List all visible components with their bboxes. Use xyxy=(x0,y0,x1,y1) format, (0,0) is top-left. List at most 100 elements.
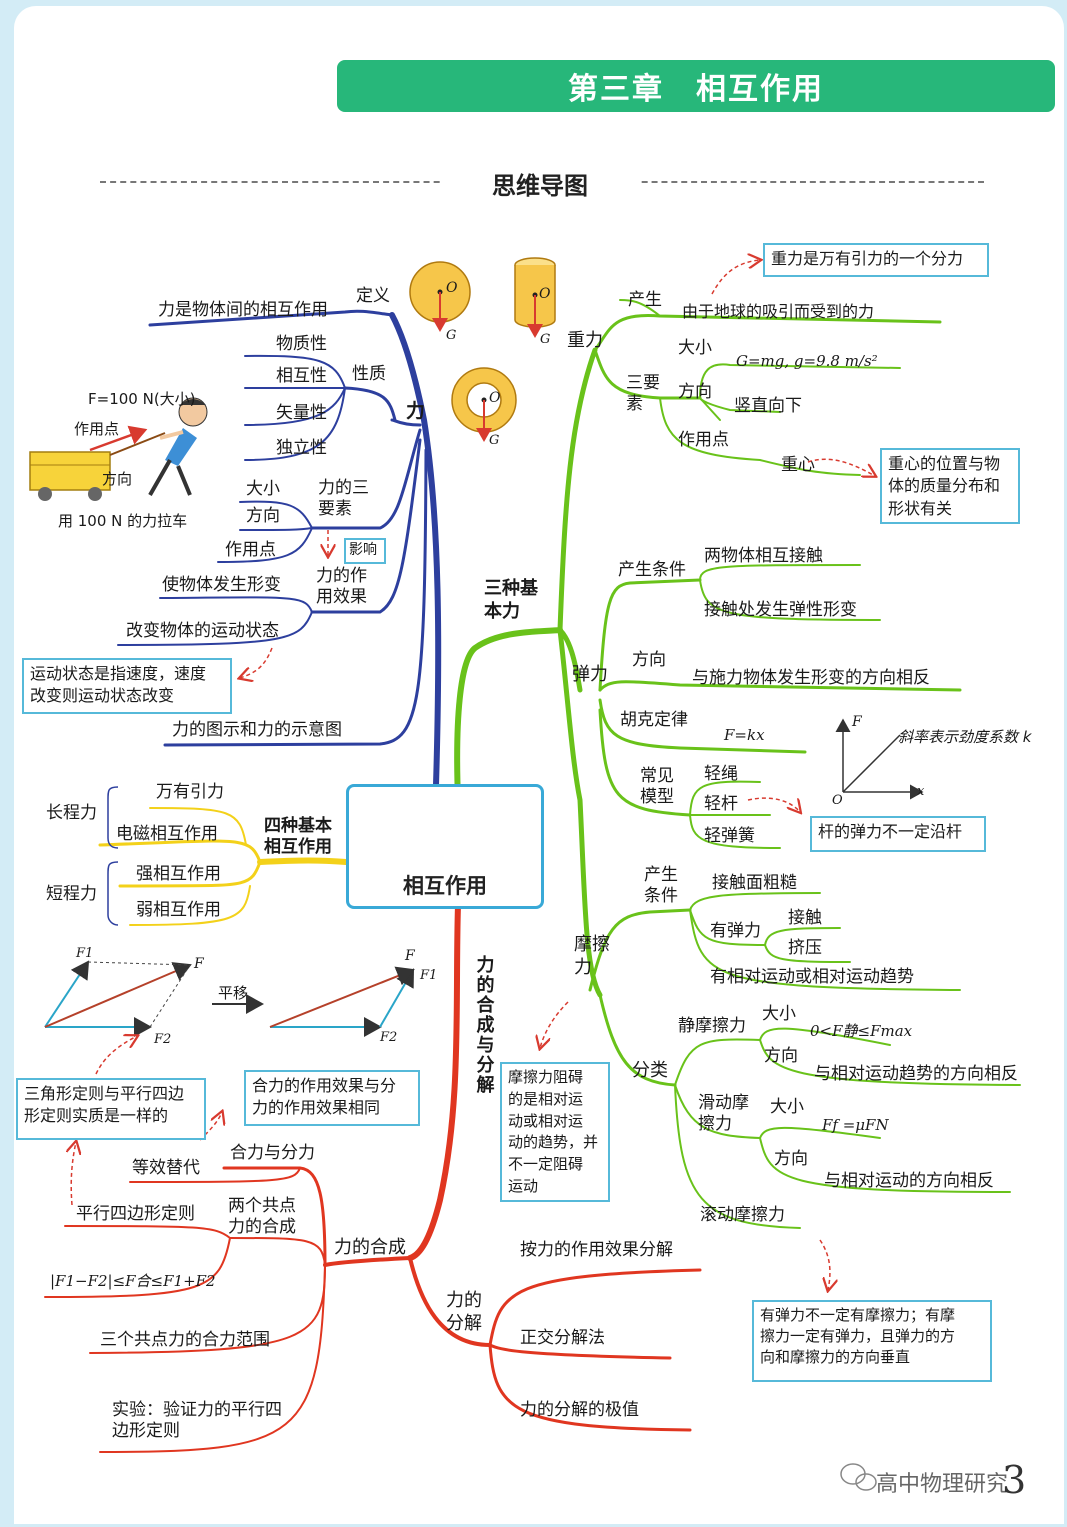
rod-note-box: 杆的弹力不一定沿杆 xyxy=(810,816,986,852)
basic-forces-node[interactable]: 三种基 本力 xyxy=(484,578,538,622)
decomposition-item: 正交分解法 xyxy=(520,1328,605,1348)
property-item: 独立性 xyxy=(276,438,327,458)
short-range-item: 强相互作用 xyxy=(136,864,221,884)
equivalent-substitution: 等效替代 xyxy=(132,1158,200,1178)
synthesis-node[interactable]: 力的合成 xyxy=(334,1237,406,1258)
properties-node[interactable]: 性质 xyxy=(352,364,386,384)
wechat-logo-icon xyxy=(840,1463,877,1491)
two-forces-node: 两个共点 力的合成 xyxy=(228,1196,296,1238)
figure-point-label: O xyxy=(489,390,501,406)
graph-slope-note: 斜率表示劲度系数 k xyxy=(898,728,1032,746)
vector-f2-label: F2 xyxy=(380,1030,398,1045)
vector-f-label: F xyxy=(405,948,415,964)
friction-node[interactable]: 摩擦 力 xyxy=(574,934,610,978)
gravity-center-label: 重心 xyxy=(781,455,815,475)
model-item: 轻绳 xyxy=(704,764,738,784)
triangle-rule-note-box: 三角形定则与平行四边 形定则实质是一样的 xyxy=(16,1078,206,1140)
property-item: 物质性 xyxy=(276,334,327,354)
property-item: 相互性 xyxy=(276,366,327,386)
hooke-graph xyxy=(835,718,924,800)
effect-note-box: 合力的作用效果与分 力的作用效果相同 xyxy=(244,1070,420,1126)
rolling-friction-item: 滚动摩擦力 xyxy=(700,1205,785,1225)
vector-f2-label: F2 xyxy=(154,1032,172,1047)
resultant-node: 合力与分力 xyxy=(230,1143,315,1163)
gravity-direction-label: 方向 xyxy=(678,382,712,402)
elastic-direction-label: 方向 xyxy=(632,650,666,670)
model-item: 轻杆 xyxy=(704,794,738,814)
friction-conditions-node: 产生 条件 xyxy=(644,865,678,907)
chapter-title: 第三章 相互作用 xyxy=(337,60,1055,112)
definition-text: 力是物体间的相互作用 xyxy=(158,300,328,320)
long-range-label: 长程力 xyxy=(46,803,97,823)
gravity-elements-node[interactable]: 三要 素 xyxy=(626,373,660,415)
cart-point-label: 作用点 xyxy=(74,420,120,438)
cart-direction-label: 方向 xyxy=(102,470,133,488)
element-item: 方向 xyxy=(246,506,280,526)
gravity-direction-text: 竖直向下 xyxy=(734,396,802,416)
gravity-formula: G=mg, g=9.8 m/s² xyxy=(736,352,878,370)
gravity-figures xyxy=(409,257,556,442)
figure-force-label: G xyxy=(540,332,551,347)
elastic-node[interactable]: 弹力 xyxy=(572,664,608,685)
basic-forces-branch-lines xyxy=(454,299,1021,1229)
elastic-condition-item: 两物体相互接触 xyxy=(704,546,823,566)
element-item: 大小 xyxy=(246,479,280,499)
static-friction-node: 静摩擦力 xyxy=(678,1016,746,1036)
friction-condition-rough: 接触面粗糙 xyxy=(712,873,797,893)
sliding-friction-node: 滑动摩 擦力 xyxy=(698,1093,749,1135)
hooke-formula: F=kx xyxy=(724,726,765,744)
three-elements-node[interactable]: 力的三 要素 xyxy=(318,478,369,520)
composition-node[interactable]: 力的合成与分解 xyxy=(473,955,495,1095)
motion-note-box: 运动状态是指速度，速度 改变则运动状态改变 xyxy=(22,658,232,714)
force-node[interactable]: 力 xyxy=(406,400,426,422)
static-magnitude-formula: 0<F静≤Fmax xyxy=(810,1022,913,1040)
long-range-item: 万有引力 xyxy=(156,782,224,802)
gravity-point-label: 作用点 xyxy=(678,430,729,450)
resultant-range-formula: |F1−F2|≤F合≤F1+F2 xyxy=(50,1272,216,1290)
friction-condition-squeeze: 挤压 xyxy=(788,938,822,958)
static-direction-text: 与相对运动趋势的方向相反 xyxy=(814,1064,1018,1084)
element-item: 作用点 xyxy=(225,540,276,560)
friction-classification-node: 分类 xyxy=(632,1060,668,1081)
static-magnitude-label: 大小 xyxy=(762,1004,796,1024)
experiment-item: 实验：验证力的平行四 边形定则 xyxy=(112,1400,282,1442)
figure-point-label: O xyxy=(446,280,458,296)
divider-right xyxy=(612,181,984,183)
sliding-magnitude-formula: Ff =μFN xyxy=(822,1116,889,1134)
divider-left xyxy=(100,181,470,183)
decomposition-node[interactable]: 力的 分解 xyxy=(446,1290,482,1334)
elastic-direction-text: 与施力物体发生形变的方向相反 xyxy=(692,668,930,688)
figure-force-label: G xyxy=(446,328,457,343)
effect-item: 改变物体的运动状态 xyxy=(126,621,279,641)
center-node[interactable]: 相互作用 xyxy=(346,784,544,909)
vector-f-label: F xyxy=(194,956,204,972)
parallelogram-rule: 平行四边形定则 xyxy=(76,1204,195,1224)
definition-node[interactable]: 定义 xyxy=(356,286,390,306)
center-label: 相互作用 xyxy=(403,874,487,898)
property-item: 矢量性 xyxy=(276,403,327,423)
account-name: 高中物理研究 xyxy=(876,1472,1009,1497)
graph-x-label: x xyxy=(917,784,925,799)
short-range-item: 弱相互作用 xyxy=(136,900,221,920)
effects-node[interactable]: 力的作 用效果 xyxy=(316,566,367,608)
figure-force-label: G xyxy=(489,433,500,448)
vector-f1-label: F1 xyxy=(76,946,94,961)
model-item: 轻弹簧 xyxy=(704,826,755,846)
gravity-note-box: 重力是万有引力的一个分力 xyxy=(763,243,989,277)
cart-caption: 用 100 N 的力拉车 xyxy=(58,512,188,530)
range-brackets xyxy=(107,786,119,926)
gravity-magnitude-label: 大小 xyxy=(678,338,712,358)
four-interactions-node[interactable]: 四种基本 相互作用 xyxy=(264,816,332,858)
elastic-conditions-node: 产生条件 xyxy=(618,560,686,580)
page-number: 3 xyxy=(1002,1458,1027,1502)
short-range-label: 短程力 xyxy=(46,884,97,904)
decomposition-item: 按力的作用效果分解 xyxy=(520,1240,673,1260)
graph-y-label: F xyxy=(852,714,862,730)
sliding-direction-label: 方向 xyxy=(774,1149,808,1169)
effect-item: 使物体发生形变 xyxy=(162,575,281,595)
gravity-origin-text: 由于地球的吸引而受到的力 xyxy=(682,302,875,321)
gravity-node[interactable]: 重力 xyxy=(567,330,603,351)
force-branch-lines xyxy=(117,309,442,788)
gravity-origin-node: 产生 xyxy=(628,290,662,310)
